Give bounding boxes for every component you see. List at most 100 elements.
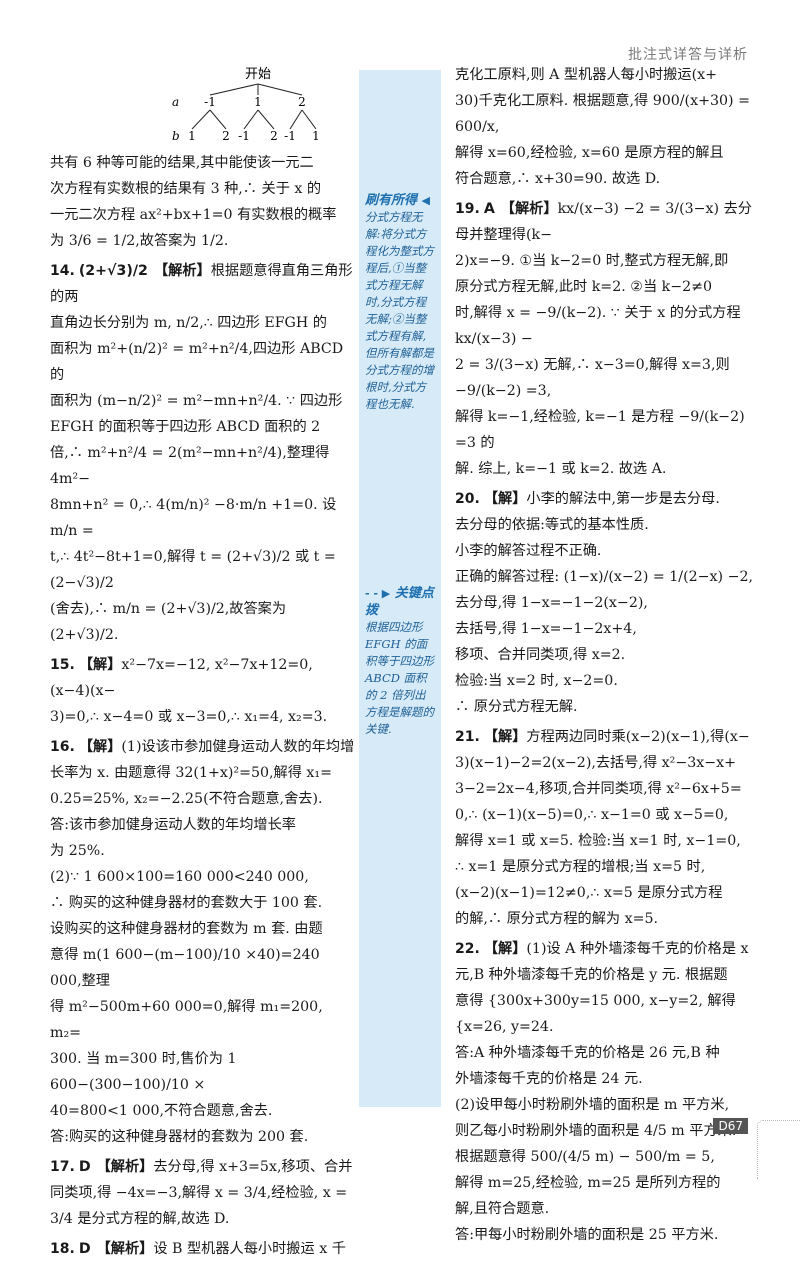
question-18: 18.D【解析】设 B 型机器人每小时搬运 x 千 bbox=[50, 1236, 355, 1262]
text-line: (2)设甲每小时粉刷外墙的面积是 m 平方米, bbox=[455, 1097, 730, 1113]
text-line: EFGH 的面积等于四边形 ABCD 面积的 2 bbox=[50, 419, 321, 435]
solution-tag: 【解析】 bbox=[153, 263, 211, 279]
text-line: 300. 当 m=300 时,售价为 1 600−(300−100)/10 × bbox=[50, 1051, 237, 1093]
tree-node-b: 2 bbox=[222, 129, 230, 143]
text-line: 外墙漆每千克的价格是 24 元. bbox=[455, 1071, 643, 1087]
arrow-dashed-icon: - - ▶ bbox=[365, 587, 391, 600]
text-line: 同类项,得 −4x=−3,解得 x = 3/4,经检验, x = bbox=[50, 1185, 348, 1201]
text-line: 解得 x=60,经检验, x=60 是原方程的解且 bbox=[455, 145, 724, 161]
question-number: 14. bbox=[50, 263, 75, 279]
text-line: 意得 m(1 600−(m−100)/10 ×40)=240 000,整理 bbox=[50, 947, 320, 989]
text-line: 解得 k=−1,经检验, k=−1 是方程 −9/(k−2) =3 的 bbox=[455, 409, 745, 451]
solution-tag: 【解】 bbox=[483, 491, 527, 507]
question-number: 22. bbox=[455, 941, 480, 957]
question-number: 16. bbox=[50, 739, 75, 755]
text-line: 得 m²−500m+60 000=0,解得 m₁=200, m₂= bbox=[50, 999, 323, 1041]
note-tips: 刷有所得 ◀ 分式方程无解:将分式方程化为整式方程后,①当整式方程无解时,分式方… bbox=[359, 192, 441, 413]
tree-node-a: 1 bbox=[254, 95, 262, 109]
text-line: 2 = 3/(3−x) 无解,∴ x−3=0,解得 x=3,则 −9/(k−2)… bbox=[455, 357, 730, 399]
question-22: 22.【解】(1)设 A 种外墙漆每千克的价格是 x 元,B 种外墙漆每千克的价… bbox=[455, 936, 753, 1248]
question-number: 17. bbox=[50, 1159, 75, 1175]
text-line: 方程两边同时乘(x−2)(x−1),得(x− bbox=[526, 729, 750, 745]
text-line: 面积为 (m−n/2)² = m²−mn+n²/4. ∵ 四边形 bbox=[50, 393, 343, 409]
text-line: 设 B 型机器人每小时搬运 x 千 bbox=[153, 1241, 346, 1257]
text-line: 根据题意得 500/(4/5 m) − 500/m = 5, bbox=[455, 1149, 715, 1165]
tree-branch bbox=[191, 109, 211, 130]
text-line: 答:甲每小时粉刷外墙的面积是 25 平方米. bbox=[455, 1227, 719, 1243]
text-line: (舍去),∴ m/n = (2+√3)/2,故答案为 (2+√3)/2. bbox=[50, 601, 287, 643]
text-line: 时,解得 x = −9/(k−2). ∵ 关于 x 的分式方程 kx/(x−3)… bbox=[455, 305, 741, 347]
note-text: 分式方程无解:将分式方程化为整式方程后,①当整式方程无解时,分式方程无解;②当整… bbox=[365, 210, 434, 411]
answer: (2+√3)/2 bbox=[78, 263, 148, 279]
text-line: 解. 综上, k=−1 或 k=2. 故选 A. bbox=[455, 461, 667, 477]
text-line: 去分母的依据:等式的基本性质. bbox=[455, 517, 649, 533]
text-line: ∴ 购买的这种健身器材的套数大于 100 套. bbox=[50, 895, 323, 911]
text-line: (2)∵ 1 600×100=160 000<240 000, bbox=[50, 869, 309, 885]
solution-tag: 【解】 bbox=[483, 941, 527, 957]
tree-branches bbox=[191, 83, 317, 130]
text-line: 为 25%. bbox=[50, 843, 105, 859]
question-21: 21.【解】方程两边同时乘(x−2)(x−1),得(x− 3)(x−1)−2=2… bbox=[455, 724, 753, 932]
text-line: 面积为 m²+(n/2)² = m²+n²/4,四边形 ABCD 的 bbox=[50, 341, 344, 383]
text-line: 长率为 x. 由题意得 32(1+x)²=50,解得 x₁= bbox=[50, 765, 332, 781]
text-line: 移项、合并同类项,得 x=2. bbox=[455, 647, 626, 663]
text-line: 去分母,得 1−x=−1−2(x−2), bbox=[455, 595, 648, 611]
text-line: 去分母,得 x+3=5x,移项、合并 bbox=[153, 1159, 353, 1175]
arrow-left-icon: ◀ bbox=[421, 194, 431, 207]
text-line: 共有 6 种等可能的结果,其中能使该一元二 bbox=[50, 155, 314, 171]
tree-label-b: b bbox=[172, 129, 180, 143]
text-line: 克化工原料,则 A 型机器人每小时搬运(x+ bbox=[455, 67, 718, 83]
solution-tag: 【解析】 bbox=[500, 201, 558, 217]
question-15: 15.【解】x²−7x=−12, x²−7x+12=0, (x−4)(x− 3)… bbox=[50, 652, 355, 730]
tree-branch bbox=[257, 109, 275, 130]
running-header: 批注式详答与详析 bbox=[628, 47, 748, 63]
tree-branch bbox=[243, 109, 259, 130]
text-line: 2)x=−9. ①当 k−2=0 时,整式方程无解,即 bbox=[455, 253, 729, 269]
tree-branch bbox=[301, 109, 317, 130]
text-line: 解,且符合题意. bbox=[455, 1201, 550, 1217]
text-line: x²−7x=−12, x²−7x+12=0, (x−4)(x− bbox=[50, 657, 313, 699]
text-line: 解得 m=25,经检验, m=25 是所列方程的 bbox=[455, 1175, 721, 1191]
text-line: ∴ x=1 是原分式方程的增根;当 x=5 时, bbox=[455, 859, 706, 875]
tree-node-a: -1 bbox=[204, 95, 216, 109]
solution-tag: 【解析】 bbox=[96, 1159, 154, 1175]
text-line: (x−2)(x−1)=12≠0,∴ x=5 是原分式方程 bbox=[455, 885, 723, 901]
corner-decoration bbox=[757, 1120, 800, 1179]
solution-tag: 【解析】 bbox=[96, 1241, 154, 1257]
text-line: 则乙每小时粉刷外墙的面积是 4/5 m 平方米. bbox=[455, 1123, 737, 1139]
tree-root: 开始 bbox=[245, 67, 271, 82]
text-line: 40=800<1 000,不符合题意,舍去. bbox=[50, 1103, 273, 1119]
text-line: (1)设 A 种外墙漆每千克的价格是 x bbox=[526, 941, 749, 957]
tree-branch bbox=[209, 83, 259, 96]
note-text: 根据四边形 EFGH 的面积等于四边形 ABCD 面积的 2 倍列出方程是解题的… bbox=[365, 620, 434, 736]
question-16: 16.【解】(1)设该市参加健身运动人数的年均增 长率为 x. 由题意得 32(… bbox=[50, 734, 355, 1150]
q13-tail: 共有 6 种等可能的结果,其中能使该一元二 次方程有实数根的结果有 3 种,∴ … bbox=[50, 150, 355, 254]
tree-node-b: 2 bbox=[270, 129, 278, 143]
text-line: 设购买的这种健身器材的套数为 m 套. 由题 bbox=[50, 921, 323, 937]
text-line: 3)=0,∴ x−4=0 或 x−3=0,∴ x₁=4, x₂=3. bbox=[50, 709, 328, 725]
text-line: 倍,∴ m²+n²/4 = 2(m²−mn+n²/4),整理得 4m²− bbox=[50, 445, 330, 487]
text-line: 原分式方程无解,此时 k=2. ②当 k−2≠0 bbox=[455, 279, 713, 295]
text-line: 符合题意,∴ x+30=90. 故选 D. bbox=[455, 171, 661, 187]
tree-node-a: 2 bbox=[298, 95, 306, 109]
tree-label-a: a bbox=[172, 95, 179, 109]
question-20: 20.【解】小李的解法中,第一步是去分母. 去分母的依据:等式的基本性质. 小李… bbox=[455, 486, 753, 720]
text-line: 检验:当 x=2 时, x−2=0. bbox=[455, 673, 618, 689]
text-line: 3/4 是分式方程的解,故选 D. bbox=[50, 1211, 230, 1227]
text-line: 0,∴ (x−1)(x−5)=0,∴ x−1=0 或 x−5=0, bbox=[455, 807, 729, 823]
text-line: 根据题意得直角三角形的两 bbox=[50, 263, 353, 305]
text-line: 去括号,得 1−x=−1−2x+4, bbox=[455, 621, 637, 637]
text-line: 意得 {300x+300y=15 000, x−y=2, 解得 {x=26, y… bbox=[455, 993, 736, 1035]
solution-tag: 【解】 bbox=[78, 657, 122, 673]
text-line: 的解,∴ 原分式方程的解为 x=5. bbox=[455, 911, 659, 927]
text-line: 小李的解法中,第一步是去分母. bbox=[526, 491, 720, 507]
text-line: 元,B 种外墙漆每千克的价格是 y 元. 根据题 bbox=[455, 967, 728, 983]
question-17: 17.D【解析】去分母,得 x+3=5x,移项、合并 同类项,得 −4x=−3,… bbox=[50, 1154, 355, 1232]
text-line: 为 3/6 = 1/2,故答案为 1/2. bbox=[50, 233, 229, 249]
text-line: 3−2=2x−4,移项,合并同类项,得 x²−6x+5= bbox=[455, 781, 742, 797]
text-line: t,∴ 4t²−8t+1=0,解得 t = (2+√3)/2 或 t = (2−… bbox=[50, 549, 336, 591]
text-line: 答:A 种外墙漆每千克的价格是 26 元,B 种 bbox=[455, 1045, 720, 1061]
text-line: 直角边长分别为 m, n/2,∴ 四边形 EFGH 的 bbox=[50, 315, 327, 331]
question-14: 14.(2+√3)/2 【解析】根据题意得直角三角形的两 直角边长分别为 m, n… bbox=[50, 258, 355, 648]
